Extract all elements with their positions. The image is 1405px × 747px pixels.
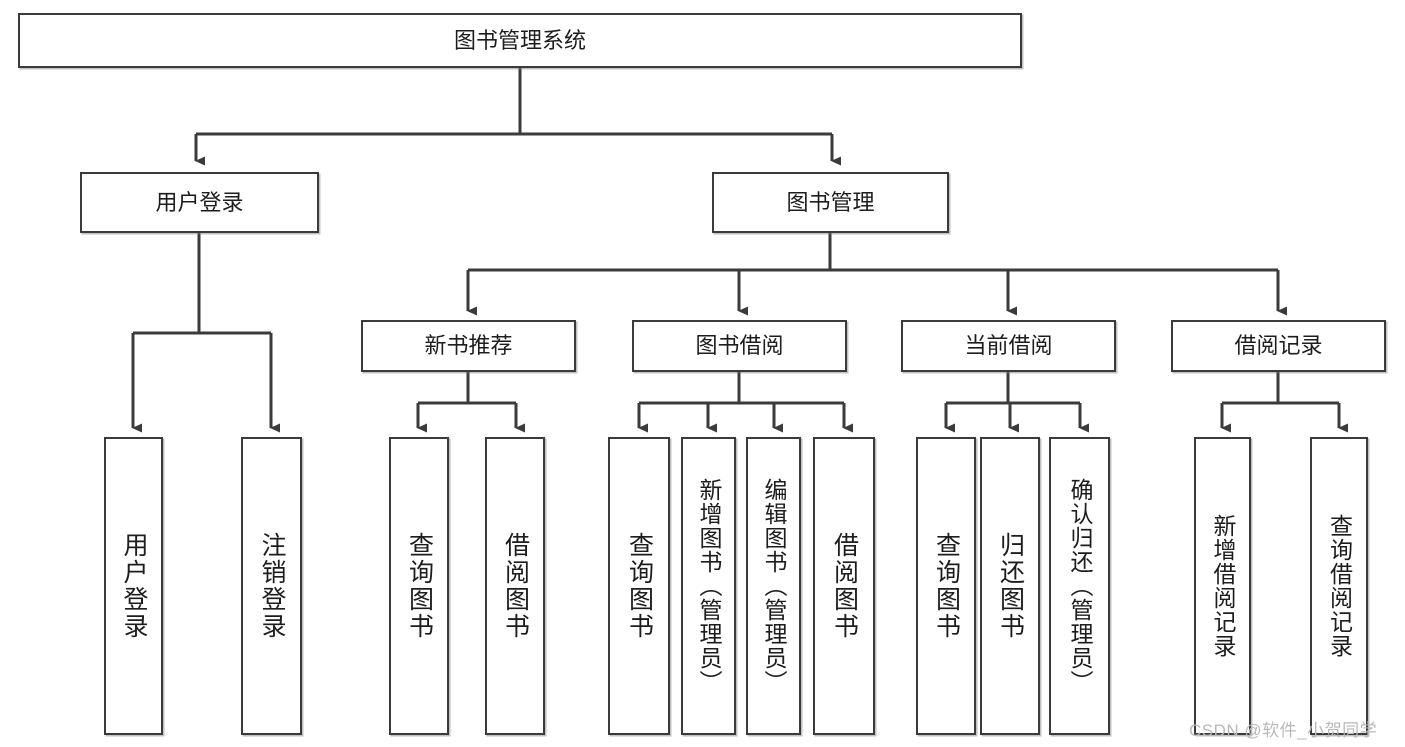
node-new-book-recommend[interactable]: 新书推荐 <box>361 320 576 372</box>
node-label: 新增借阅记录 <box>1210 514 1236 658</box>
node-book-manage[interactable]: 图书管理 <box>712 172 949 233</box>
leaf-current-query-book[interactable]: 查询图书 <box>916 437 976 735</box>
node-label: 新书推荐 <box>424 333 513 359</box>
node-label: 查询借阅记录 <box>1326 514 1353 658</box>
node-label: 用户登录 <box>120 532 148 640</box>
leaf-current-confirm-return-admin[interactable]: 确认归还（管理员） <box>1049 437 1110 735</box>
leaf-borrow-add-book-admin[interactable]: 新增图书（管理员） <box>681 437 736 735</box>
node-borrow-record[interactable]: 借阅记录 <box>1171 320 1386 372</box>
node-label: 图书管理系统 <box>453 27 586 53</box>
node-current-borrow[interactable]: 当前借阅 <box>901 320 1116 372</box>
csdn-watermark: CSDN @软件_小贺同学 <box>1189 721 1378 740</box>
leaf-logout[interactable]: 注销登录 <box>241 437 302 735</box>
leaf-record-query-record[interactable]: 查询借阅记录 <box>1310 437 1368 735</box>
node-label: 新增图书（管理员） <box>696 478 722 694</box>
node-user-login[interactable]: 用户登录 <box>80 172 319 233</box>
node-label: 图书管理 <box>786 189 875 215</box>
node-label: 借阅图书 <box>830 532 859 640</box>
node-label: 借阅图书 <box>501 532 530 640</box>
node-label: 借阅记录 <box>1234 333 1323 359</box>
node-label: 图书借阅 <box>695 333 784 359</box>
leaf-record-add-record[interactable]: 新增借阅记录 <box>1194 437 1251 735</box>
node-label: 查询图书 <box>625 532 654 640</box>
leaf-newbook-query-book[interactable]: 查询图书 <box>389 437 449 735</box>
leaf-current-return-book[interactable]: 归还图书 <box>980 437 1040 735</box>
node-label: 查询图书 <box>932 532 961 640</box>
leaf-borrow-borrow-book[interactable]: 借阅图书 <box>813 437 875 735</box>
leaf-user-login[interactable]: 用户登录 <box>104 437 163 735</box>
leaf-newbook-borrow-book[interactable]: 借阅图书 <box>485 437 545 735</box>
node-label: 查询图书 <box>405 532 434 640</box>
node-label: 归还图书 <box>996 532 1025 640</box>
node-book-borrow[interactable]: 图书借阅 <box>632 320 847 372</box>
node-label: 用户登录 <box>155 189 244 215</box>
node-label: 当前借阅 <box>964 333 1053 359</box>
node-label: 确认归还（管理员） <box>1067 478 1093 694</box>
node-root-system[interactable]: 图书管理系统 <box>18 13 1022 68</box>
leaf-borrow-query-book[interactable]: 查询图书 <box>608 437 670 735</box>
node-label: 编辑图书（管理员） <box>761 478 787 694</box>
leaf-borrow-edit-book-admin[interactable]: 编辑图书（管理员） <box>746 437 801 735</box>
node-label: 注销登录 <box>258 532 286 640</box>
